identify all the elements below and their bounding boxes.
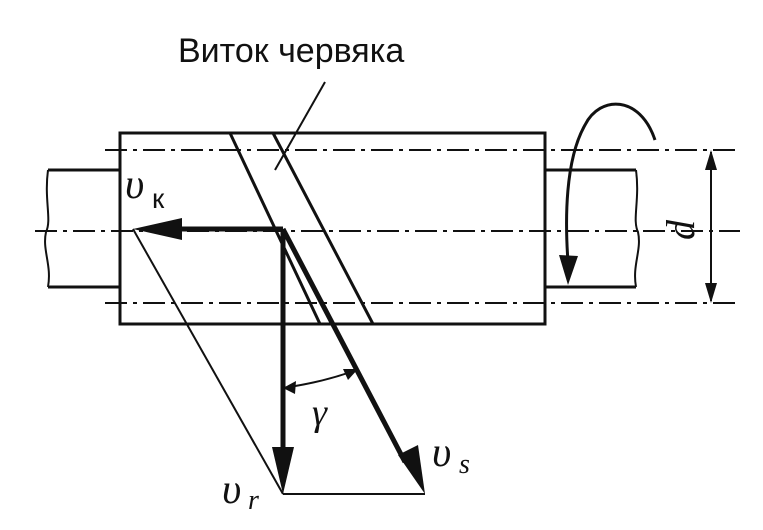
label-vk: υ к: [125, 162, 165, 214]
label-vs: υ s: [432, 430, 470, 480]
vk-sub: к: [152, 183, 165, 214]
shaft-left: [44, 168, 120, 289]
worm-turn-label: Виток червяка: [178, 32, 404, 70]
diameter-label: d: [658, 219, 703, 240]
velocity-triangle: [132, 218, 425, 495]
rotation-arrow: [559, 102, 657, 285]
gamma-label: γ: [312, 392, 328, 434]
label-leader: [274, 81, 326, 171]
shaft-right: [545, 168, 640, 289]
diameter-dimension: d: [658, 150, 717, 303]
vk-main: υ: [125, 162, 144, 208]
vr-main: υ: [222, 467, 241, 513]
label-vr: υ r: [222, 467, 259, 516]
vs-sub: s: [459, 449, 470, 480]
vs-main: υ: [432, 430, 451, 476]
vr-sub: r: [248, 485, 259, 516]
